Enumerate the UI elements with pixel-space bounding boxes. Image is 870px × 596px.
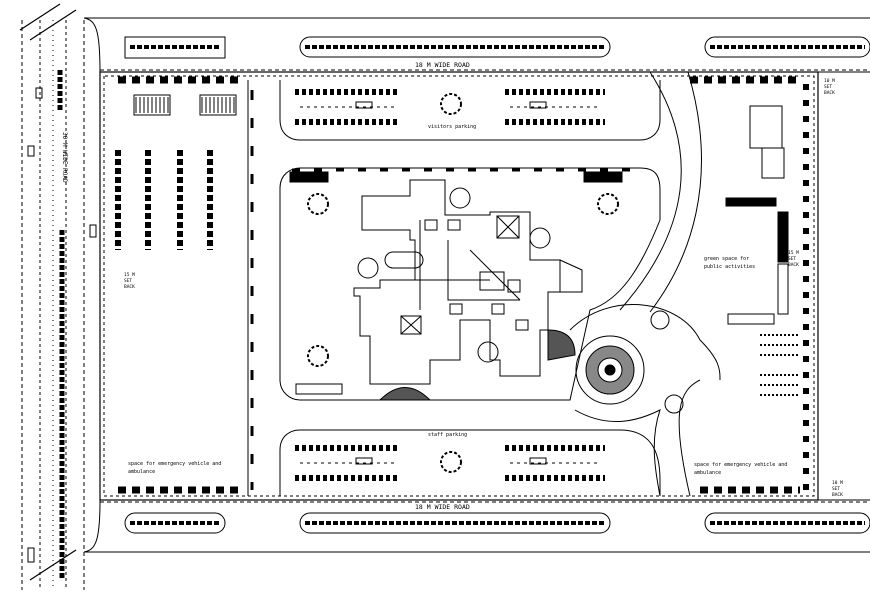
roundabout [569, 71, 721, 497]
visitors-parking-area [279, 80, 661, 141]
setback-left-3: BACK [124, 284, 135, 290]
bottom-road-label: 18 M WIDE ROAD [415, 503, 470, 511]
setback-left-2: SET [124, 278, 132, 284]
staff-parking-label: staff parking [428, 432, 467, 438]
setback-bottom-right-3: BACK [832, 492, 843, 498]
central-island [279, 167, 661, 401]
bottom-road [83, 499, 870, 553]
setback-top-right-2: SET [824, 84, 832, 90]
staff-parking-area [279, 429, 661, 496]
setback-top-right-1: 10 M [824, 78, 835, 84]
left-road [19, 3, 97, 590]
setback-right-mid-1: 15 M [788, 250, 799, 256]
setback-left-1: 15 M [124, 272, 135, 278]
top-road [83, 17, 870, 73]
emergency-right-label-1: space for emergency vehicle and [694, 462, 787, 468]
green-space-label-2: public activities [704, 264, 755, 270]
green-space-label-1: green space for [704, 256, 749, 262]
main-building [353, 179, 583, 401]
setback-bottom-right-2: SET [832, 486, 840, 492]
setback-right-mid-2: SET [788, 256, 796, 262]
setback-top-right-3: BACK [824, 90, 835, 96]
setback-right-mid-3: BACK [788, 262, 799, 268]
emergency-left-label-2: ambulance [128, 469, 155, 475]
left-road-label: 30 M WIDE ROAD [61, 132, 68, 183]
left-parking-zone [115, 76, 254, 496]
right-zone [690, 76, 809, 494]
visitors-parking-label: visitors parking [428, 124, 476, 130]
setback-bottom-right-1: 10 M [832, 480, 843, 486]
top-road-label: 18 M WIDE ROAD [415, 61, 470, 69]
emergency-right-label-2: ambulance [694, 470, 721, 476]
emergency-left-label-1: space for emergency vehicle and [128, 461, 221, 467]
